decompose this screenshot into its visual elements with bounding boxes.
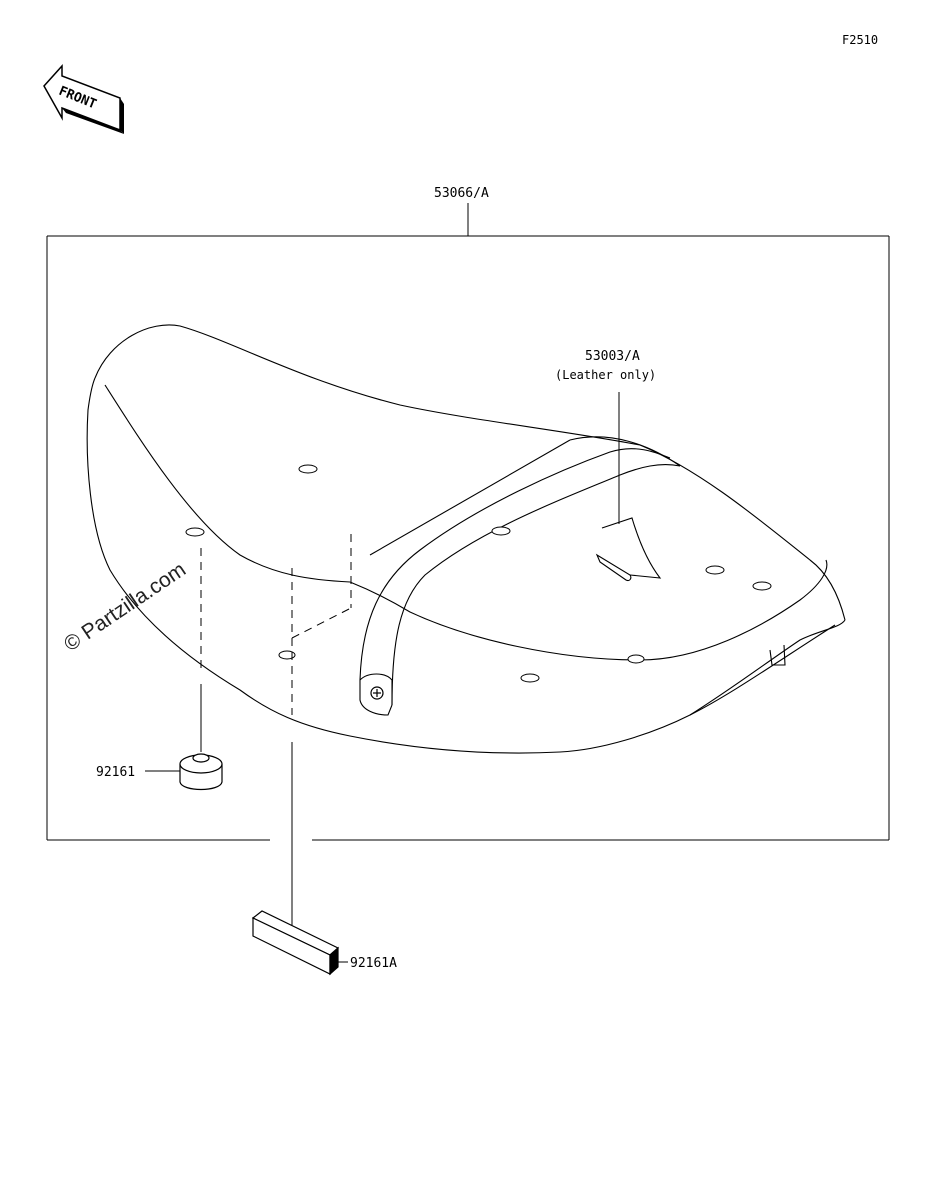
part-label-seat: 53066/A xyxy=(434,186,489,201)
figure-code: F2510 xyxy=(842,33,878,47)
part-note-badge: (Leather only) xyxy=(555,368,656,382)
solid-leaders xyxy=(145,392,620,963)
seat-drawing xyxy=(86,324,846,754)
damper-block-part xyxy=(251,910,340,976)
dashed-leaders xyxy=(200,534,352,715)
assembly-frame xyxy=(46,203,890,841)
mounting-holes xyxy=(185,464,772,683)
part-label-damper: 92161 xyxy=(96,765,135,780)
damper-part xyxy=(179,753,223,791)
screw-icon xyxy=(370,686,384,700)
watermark: © Partzilla.com xyxy=(60,558,190,656)
part-label-badge: 53003/A xyxy=(585,349,640,364)
front-arrow-icon: FRONT xyxy=(43,64,124,134)
part-label-damper-block: 92161A xyxy=(350,956,397,971)
